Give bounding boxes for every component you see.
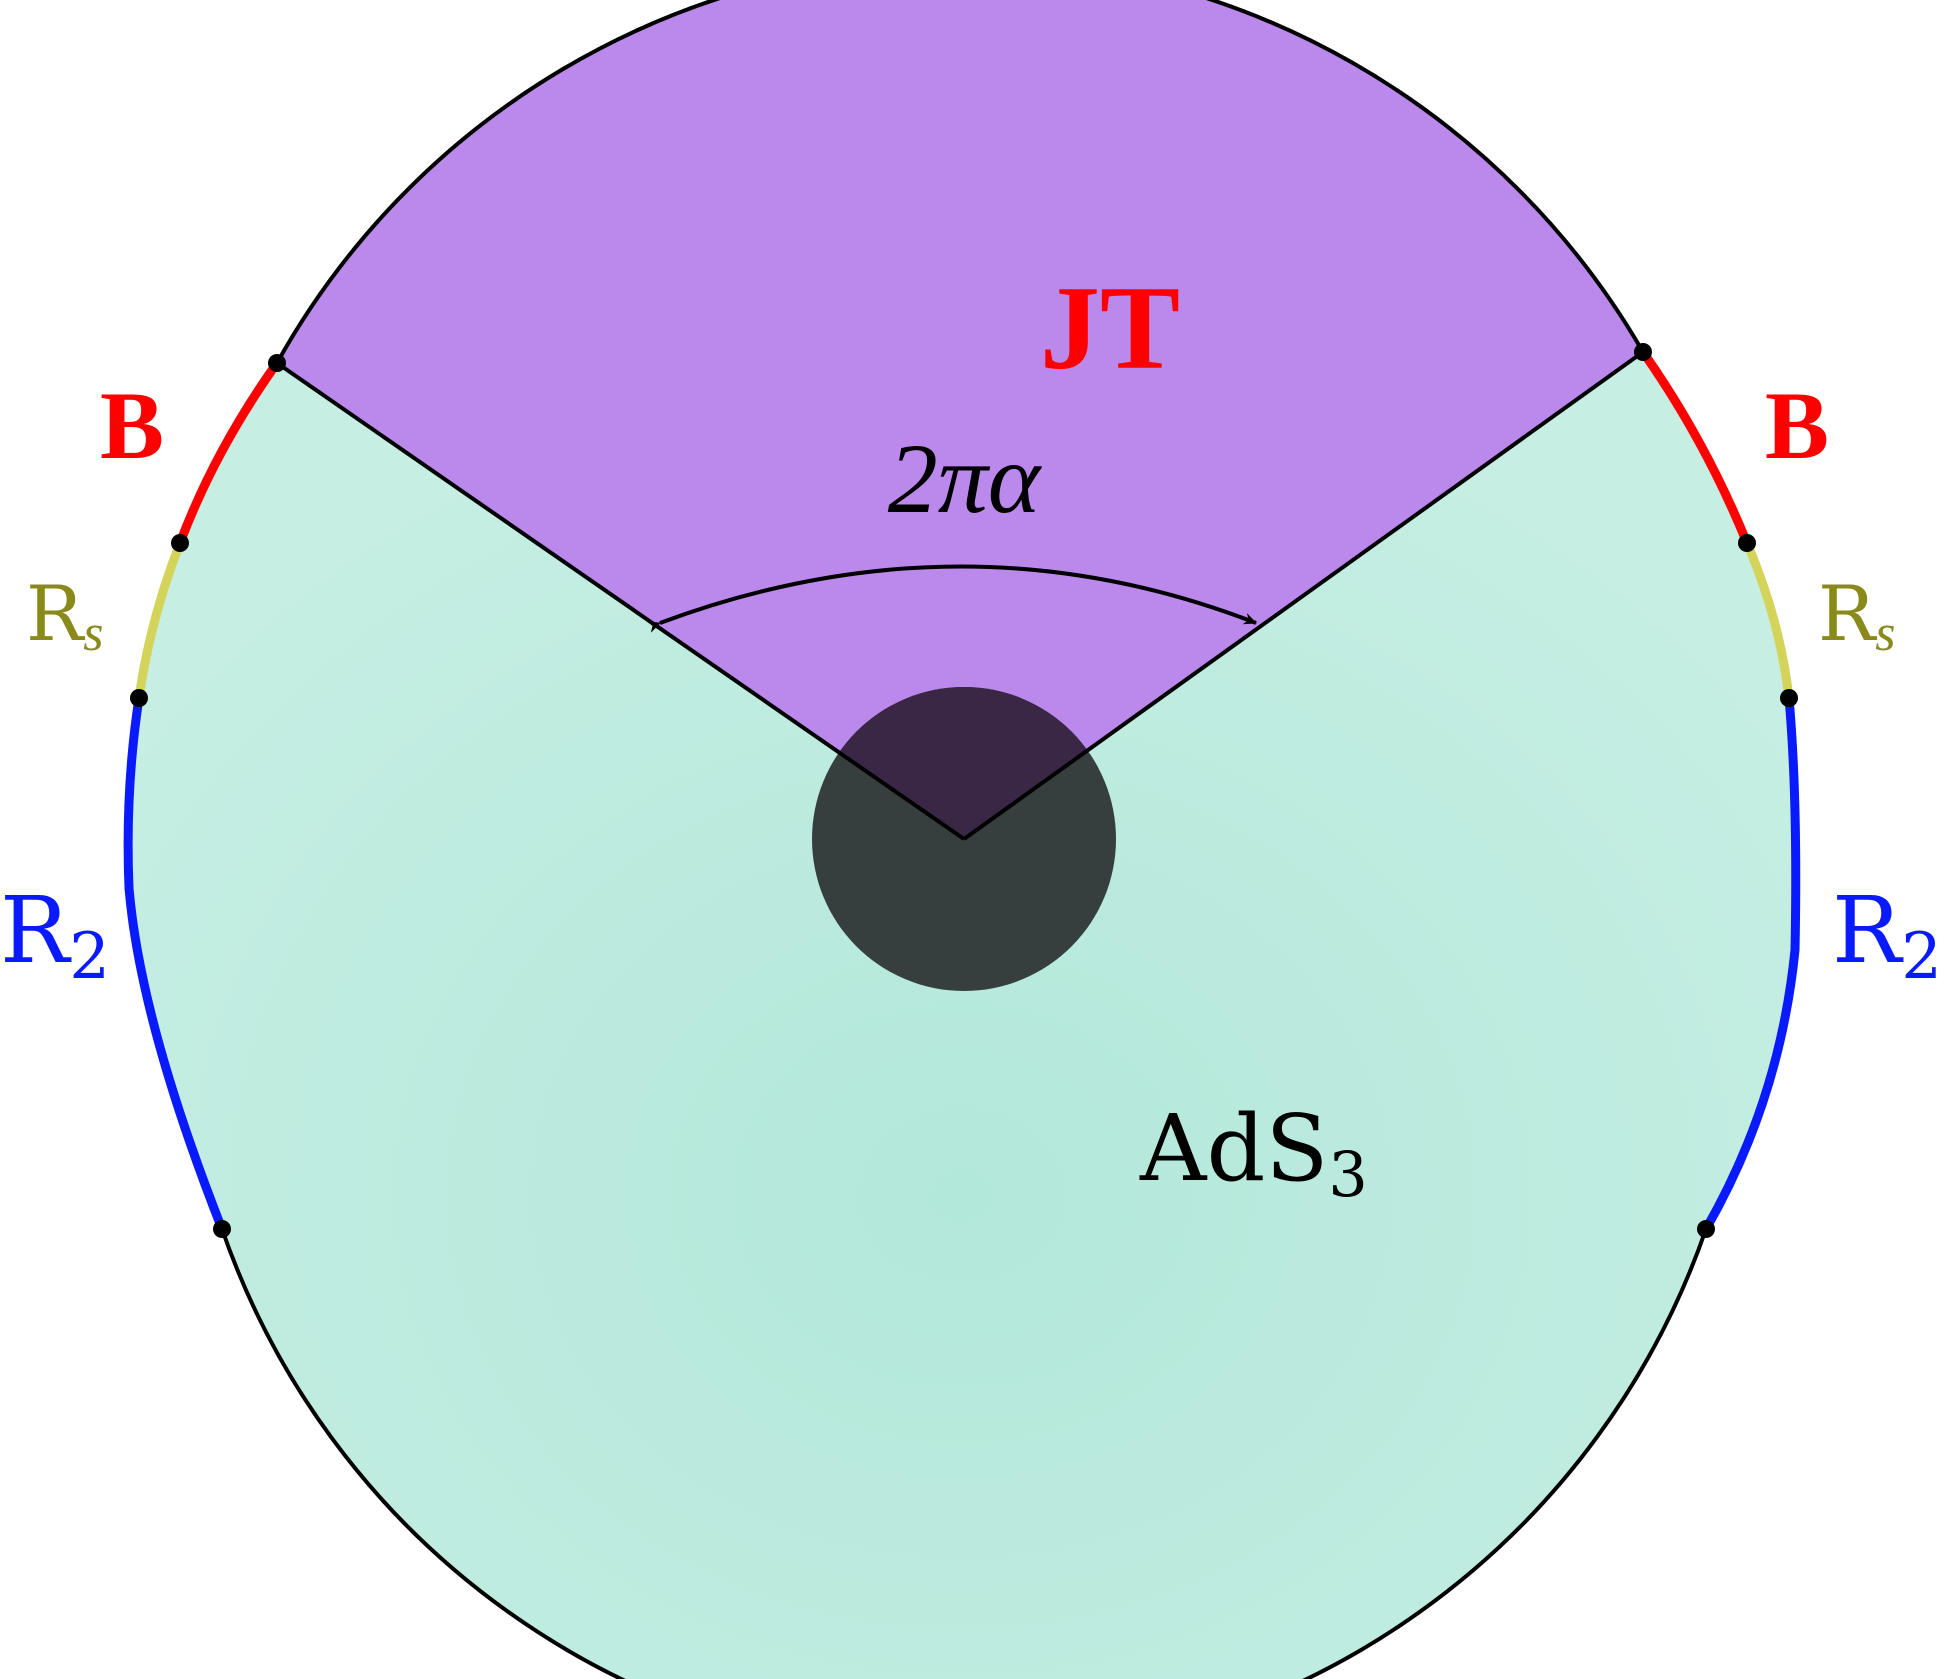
r2-label-right: R2: [1832, 877, 1942, 994]
boundary-b-right: [1639, 349, 1752, 545]
r2-left-sub: 2: [69, 920, 110, 994]
boundary-r2-left: [123, 697, 227, 1231]
outer-arc-top: [275, 0, 1645, 364]
dot-right-rs-r2: [1780, 689, 1798, 707]
rs-label-right: Rs: [1818, 569, 1895, 662]
dot-right-bottom: [1697, 1220, 1715, 1238]
ads3-sub: 3: [1328, 1138, 1367, 1211]
b-label-right: B: [1765, 372, 1829, 479]
ads3-label: AdS3: [1139, 1095, 1368, 1211]
r2-right-main: R: [1832, 877, 1904, 984]
jt-label: JT: [1040, 261, 1180, 394]
dot-right-b-rs: [1738, 534, 1756, 552]
dot-left-bottom: [213, 1220, 231, 1238]
r2-left-main: R: [0, 877, 72, 984]
dot-left-rs-r2: [130, 689, 148, 707]
dot-right-top: [1634, 343, 1652, 361]
ads3-main: AdS: [1139, 1095, 1328, 1202]
r2-right-sub: 2: [1901, 920, 1942, 994]
wedge-edge-left: [275, 361, 966, 841]
rs-right-main: R: [1818, 569, 1878, 658]
b-label-left: B: [100, 372, 164, 479]
outer-arc-bottom: [220, 1228, 1708, 1679]
rs-left-sub: s: [83, 605, 103, 662]
r2-label-left: R2: [0, 877, 110, 994]
ads3-region: [128, 352, 1796, 1679]
angle-label: 2πα: [888, 423, 1043, 534]
jt-region: [277, 0, 1643, 839]
dot-left-top: [268, 354, 286, 372]
boundary-b-left: [175, 360, 281, 545]
boundary-r2-right: [1702, 697, 1801, 1232]
rs-label-left: Rs: [26, 569, 103, 662]
boundary-rs-left: [134, 541, 185, 699]
rs-right-sub: s: [1875, 605, 1895, 662]
angle-arrow: [646, 564, 1257, 633]
dot-left-b-rs: [171, 534, 189, 552]
boundary-rs-right: [1742, 541, 1794, 699]
rs-left-main: R: [26, 569, 86, 658]
wedge-edge-right: [962, 350, 1645, 841]
